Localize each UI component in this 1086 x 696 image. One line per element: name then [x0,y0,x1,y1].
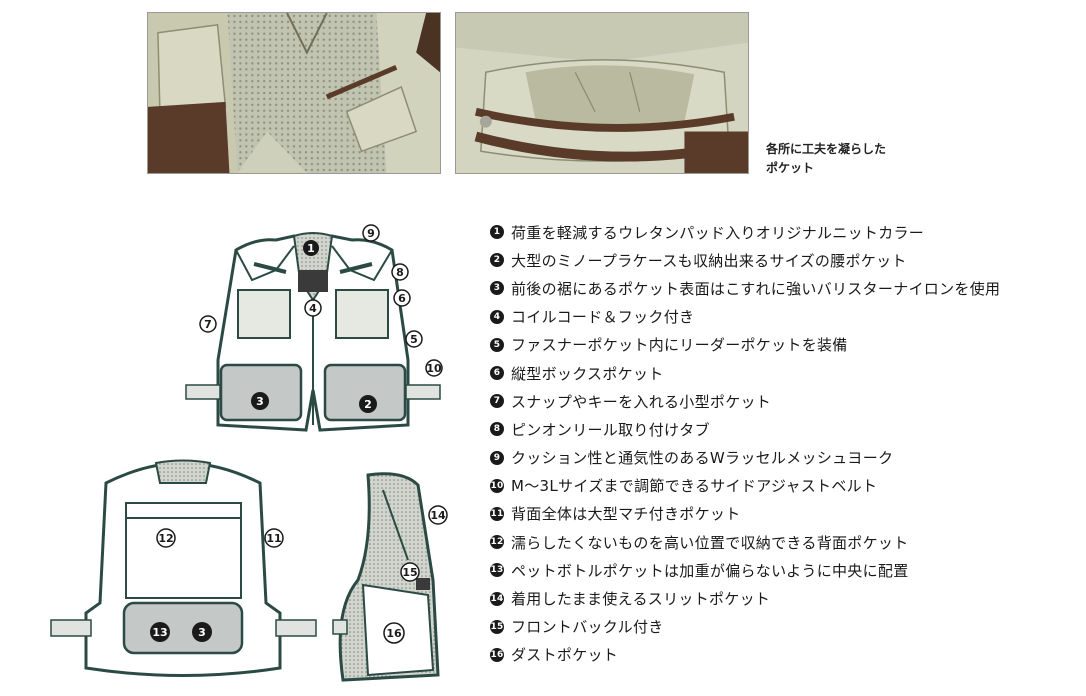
feature-number: 14 [490,591,504,606]
back-callout-markers: 12 11 13 3 [150,528,284,642]
feature-item: 7 スナップやキーを入れる小型ポケット [490,387,1080,415]
feature-number: 10 [490,478,504,493]
feature-item: 8 ピンオンリール取り付けタブ [490,415,1080,443]
feature-text: ダストポケット [511,646,619,665]
svg-text:1: 1 [307,242,315,255]
svg-text:16: 16 [386,627,402,640]
svg-text:7: 7 [204,318,212,331]
front-callout-markers: 1 9 8 6 4 7 5 10 3 2 [199,224,443,413]
feature-item: 9 クッション性と通気性のあるWラッセルメッシュヨーク [490,444,1080,472]
feature-item: 14 着用したまま使えるスリットポケット [490,584,1080,612]
feature-item: 13 ペットボトルポケットは加重が偏らないように中央に配置 [490,556,1080,584]
vest-front-outline [185,232,441,432]
feature-text: 縦型ボックスポケット [511,364,664,383]
feature-item: 11 背面全体は大型マチ付きポケット [490,500,1080,528]
feature-number: 11 [490,506,504,521]
feature-item: 4 コイルコード＆フック付き [490,303,1080,331]
vest-side-outline [332,472,440,682]
feature-text: 濡らしたくないものを高い位置で収納できる背面ポケット [511,533,909,552]
svg-text:14: 14 [430,509,446,522]
photo-vest-front [147,12,441,174]
feature-item: 6 縦型ボックスポケット [490,359,1080,387]
feature-number: 6 [490,366,504,381]
vest-front-diagram: 1 9 8 6 4 7 5 10 3 2 [176,220,450,440]
feature-item: 16 ダストポケット [490,641,1080,669]
side-callout-markers: 14 15 16 [383,505,448,644]
feature-item: 10 M～3Lサイズまで調節できるサイドアジャストベルト [490,472,1080,500]
feature-item: 15 フロントバックル付き [490,613,1080,641]
svg-text:8: 8 [396,266,404,279]
feature-number: 16 [490,647,504,662]
feature-number: 13 [490,563,504,578]
feature-item: 1 荷重を軽減するウレタンパッド入りオリジナルニットカラー [490,218,1080,246]
feature-text: M～3Lサイズまで調節できるサイドアジャストベルト [511,477,878,496]
svg-text:13: 13 [152,626,167,639]
vest-side-diagram: 14 15 16 [328,470,462,688]
feature-number: 1 [490,225,504,240]
svg-text:11: 11 [266,532,281,545]
svg-text:9: 9 [367,227,375,240]
photo-waist-pocket [455,12,749,174]
feature-text: ピンオンリール取り付けタブ [511,420,710,439]
feature-text: ペットボトルポケットは加重が偏らないように中央に配置 [511,561,909,580]
feature-item: 3 前後の裾にあるポケット表面はこすれに強いバリスターナイロンを使用 [490,274,1080,302]
svg-text:15: 15 [402,566,417,579]
feature-number: 4 [490,309,504,324]
feature-text: 背面全体は大型マチ付きポケット [511,505,741,524]
feature-item: 12 濡らしたくないものを高い位置で収納できる背面ポケット [490,528,1080,556]
svg-text:5: 5 [410,333,418,346]
feature-text: 着用したまま使えるスリットポケット [511,590,771,609]
feature-text: コイルコード＆フック付き [511,308,695,327]
svg-text:3: 3 [256,395,264,408]
feature-number: 12 [490,535,504,550]
feature-number: 3 [490,281,504,296]
feature-number: 2 [490,253,504,268]
svg-text:4: 4 [309,302,317,315]
feature-text: ファスナーポケット内にリーダーポケットを装備 [511,336,848,355]
feature-number: 7 [490,394,504,409]
svg-text:10: 10 [426,362,442,375]
svg-text:2: 2 [364,398,372,411]
photo-caption: 各所に工夫を凝らした ポケット [766,142,887,175]
svg-text:6: 6 [398,292,406,305]
feature-number: 9 [490,450,504,465]
feature-number: 5 [490,337,504,352]
feature-item: 5 ファスナーポケット内にリーダーポケットを装備 [490,331,1080,359]
feature-item: 2 大型のミノープラケースも収納出来るサイズの腰ポケット [490,246,1080,274]
svg-text:3: 3 [198,626,206,639]
vest-back-diagram: 12 11 13 3 [46,458,320,688]
feature-text: クッション性と通気性のあるWラッセルメッシュヨーク [511,449,894,468]
feature-number: 8 [490,422,504,437]
svg-text:12: 12 [158,532,173,545]
feature-text: スナップやキーを入れる小型ポケット [511,392,772,411]
feature-number: 15 [490,619,504,634]
feature-text: 前後の裾にあるポケット表面はこすれに強いバリスターナイロンを使用 [511,279,1001,298]
feature-text: 荷重を軽減するウレタンパッド入りオリジナルニットカラー [511,223,925,242]
feature-text: 大型のミノープラケースも収納出来るサイズの腰ポケット [511,251,907,270]
feature-list: 1 荷重を軽減するウレタンパッド入りオリジナルニットカラー 2 大型のミノープラケー… [490,218,1080,669]
feature-text: フロントバックル付き [511,618,664,637]
vest-back-outline [50,459,317,677]
